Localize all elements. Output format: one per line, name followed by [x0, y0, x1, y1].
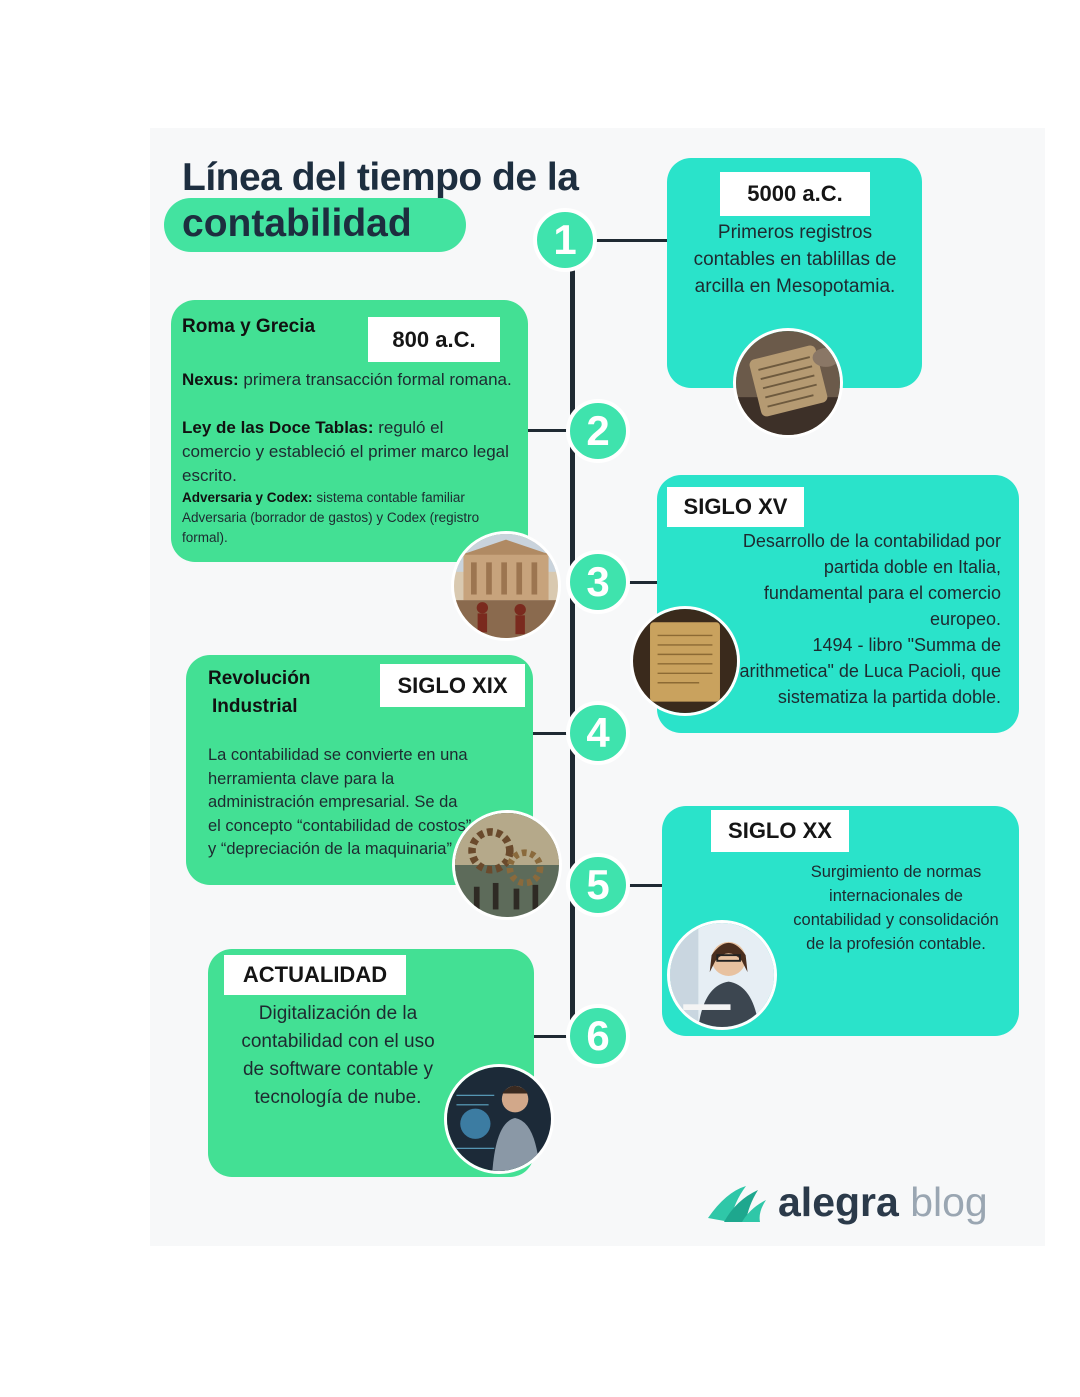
- event-date-1: 5000 a.C.: [720, 172, 870, 216]
- timeline-node-3: 3: [566, 550, 630, 614]
- event-heading-2: Roma y Grecia: [182, 316, 316, 337]
- event-heading-4b: Industrial: [212, 696, 298, 717]
- event-item-2a: Nexus: primera transacción formal romana…: [182, 368, 512, 392]
- desc-doce-tablas: reguló el comercio y estableció el prime…: [182, 418, 509, 485]
- desc-adversaria: sistema contable familiar Adversaria (bo…: [182, 490, 480, 545]
- event-date-3: SIGLO XV: [667, 487, 804, 527]
- event-date-6: ACTUALIDAD: [224, 955, 406, 995]
- timeline-node-4: 4: [566, 701, 630, 765]
- connector-5: [622, 884, 663, 887]
- connector-4: [533, 732, 573, 735]
- title-line-2: contabilidad: [182, 202, 412, 245]
- timeline-spine: [570, 265, 575, 1045]
- event-text-1: Primeros registros contables en tablilla…: [693, 222, 897, 297]
- event-heading-4a: Revolución: [208, 668, 311, 689]
- event-text-6: Digitalización de la contabilidad con el…: [241, 1003, 435, 1108]
- title-line-1: Línea del tiempo de la: [182, 156, 579, 199]
- term-nexus: Nexus:: [182, 370, 239, 389]
- alegra-leaf-icon: [708, 1186, 766, 1222]
- connector-6: [533, 1035, 573, 1038]
- industrial-gears-photo: [452, 810, 562, 920]
- term-doce-tablas: Ley de las Doce Tablas:: [182, 418, 374, 437]
- timeline-node-1: 1: [533, 208, 597, 272]
- connector-1: [596, 239, 668, 242]
- desc-nexus: primera transacción formal romana.: [238, 370, 512, 389]
- event-date-5: SIGLO XX: [711, 810, 849, 852]
- event-text-3b: 1494 - libro "Summa de arithmetica" de L…: [739, 635, 1001, 707]
- logo-suffix: blog: [898, 1179, 988, 1225]
- connector-2: [527, 429, 573, 432]
- event-item-2c: Adversaria y Codex: sistema contable fam…: [182, 488, 508, 548]
- event-date-4: SIGLO XIX: [380, 664, 525, 707]
- title-highlight: [164, 198, 466, 252]
- clay-tablet-photo: [733, 328, 843, 438]
- event-text-5: Surgimiento de normas internacionales de…: [793, 863, 999, 953]
- alegra-blog-logo[interactable]: alegra blog: [706, 1178, 988, 1228]
- term-adversaria: Adversaria y Codex:: [182, 490, 313, 505]
- timeline-node-5: 5: [566, 853, 630, 917]
- logo-brand: alegra: [778, 1179, 899, 1225]
- logo-wordmark: alegra blog: [778, 1178, 988, 1226]
- digital-technology-photo: [444, 1064, 554, 1174]
- timeline-node-6: 6: [566, 1004, 630, 1068]
- old-book-photo: [630, 606, 740, 716]
- ancient-rome-street-photo: [451, 531, 561, 641]
- timeline-node-2: 2: [566, 399, 630, 463]
- connector-3: [622, 581, 660, 584]
- event-text-3: Desarrollo de la contabilidad por partid…: [742, 531, 1001, 629]
- event-text-4: La contabilidad se convierte en una herr…: [208, 746, 472, 858]
- event-item-2b: Ley de las Doce Tablas: reguló el comerc…: [182, 416, 514, 488]
- event-date-2: 800 a.C.: [368, 317, 500, 362]
- accountant-woman-photo: [667, 920, 777, 1030]
